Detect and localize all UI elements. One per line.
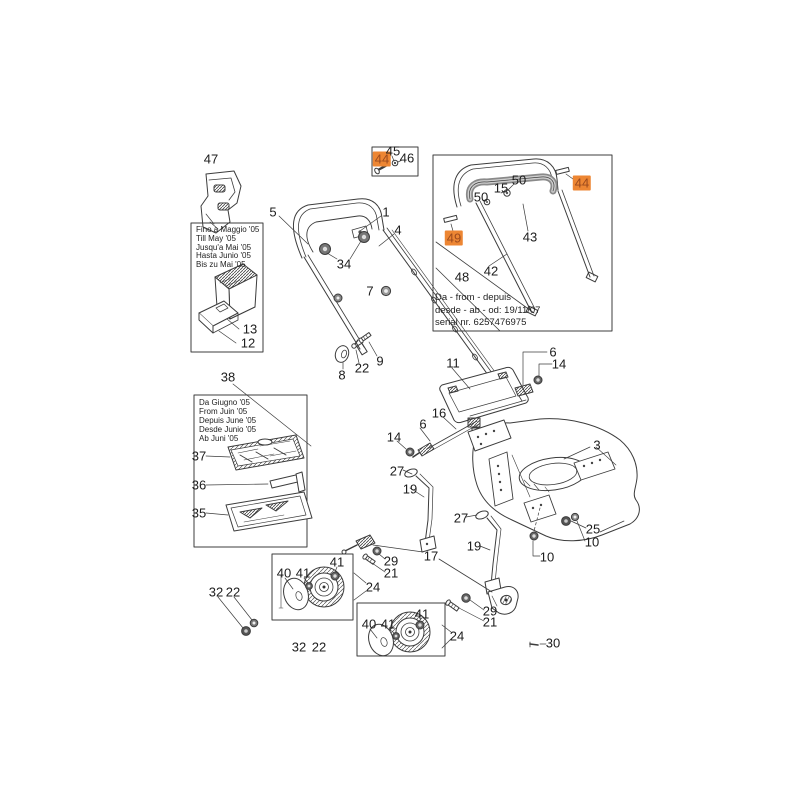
serial-note: Da - from - depuis desde - ab - od: 19/1… [435,292,541,329]
inset-note-until-may: Fino a Maggio '05 Till May '05 Jusqu'a M… [196,225,260,270]
bracket-36 [269,471,306,493]
handle-grip-43 [465,173,558,203]
pin-30 [529,641,539,648]
nuts-32-22 [241,618,259,636]
inset-box-until-may [190,222,264,353]
fasteners-8-22-9 [334,331,372,363]
bushing-8 [334,345,350,363]
bracket-19-left [341,468,437,555]
handle-tube-42 [475,189,599,317]
screws-29-21-left [362,546,382,565]
clip-6-right [514,375,543,402]
bracket-19-right [475,510,519,615]
nuts-25-10 [529,507,580,541]
inset-box-from-june [193,394,313,548]
inset-note-from-june: Da Giugno '05 From Juin '05 Depuis June … [199,398,257,443]
main-handle-5 [292,198,506,394]
latch-47 [200,170,242,234]
pin-44-inset [555,166,570,175]
small-parts-box [371,146,419,177]
washer-46 [391,159,399,167]
wheel-box-1 [271,553,354,621]
screw-9 [358,331,372,344]
inset-box-serial [432,154,613,332]
screws-29-21-right [445,593,471,612]
height-rod-16 [405,420,480,458]
leader-lines [205,155,591,649]
deck-3 [467,418,640,542]
grass-bag-13 [214,263,258,320]
grille-37 [227,434,305,471]
tray-35 [225,491,313,532]
bag-chute-12 [198,300,239,334]
wheel-box-2 [356,602,446,657]
screw-22-small [351,339,359,349]
upper-handle-48 [453,158,559,208]
axle-17 [372,544,493,593]
screw-44 [374,162,391,175]
pin-49-inset [443,214,458,223]
